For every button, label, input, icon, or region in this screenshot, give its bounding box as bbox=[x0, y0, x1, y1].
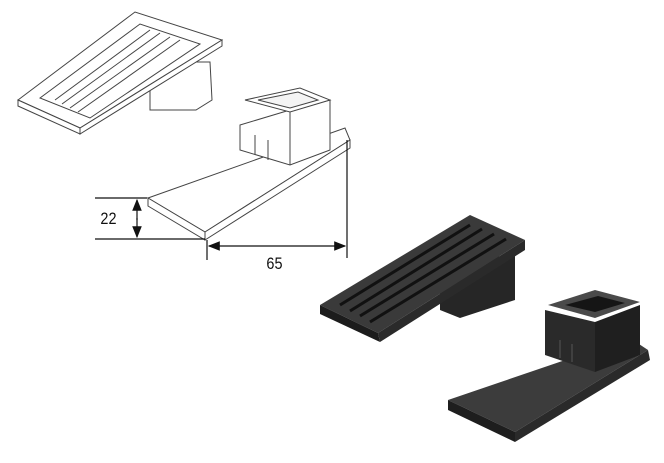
height-dimension-label: 22 bbox=[100, 209, 117, 228]
height-dimension bbox=[95, 197, 205, 240]
grate-cap-rendered bbox=[320, 215, 525, 342]
length-dimension-label: 65 bbox=[266, 254, 283, 273]
length-dimension bbox=[206, 140, 348, 260]
base-plate-line-drawing bbox=[146, 87, 351, 241]
grate-cap-line-drawing bbox=[17, 11, 224, 135]
base-plate-rendered bbox=[448, 290, 650, 442]
